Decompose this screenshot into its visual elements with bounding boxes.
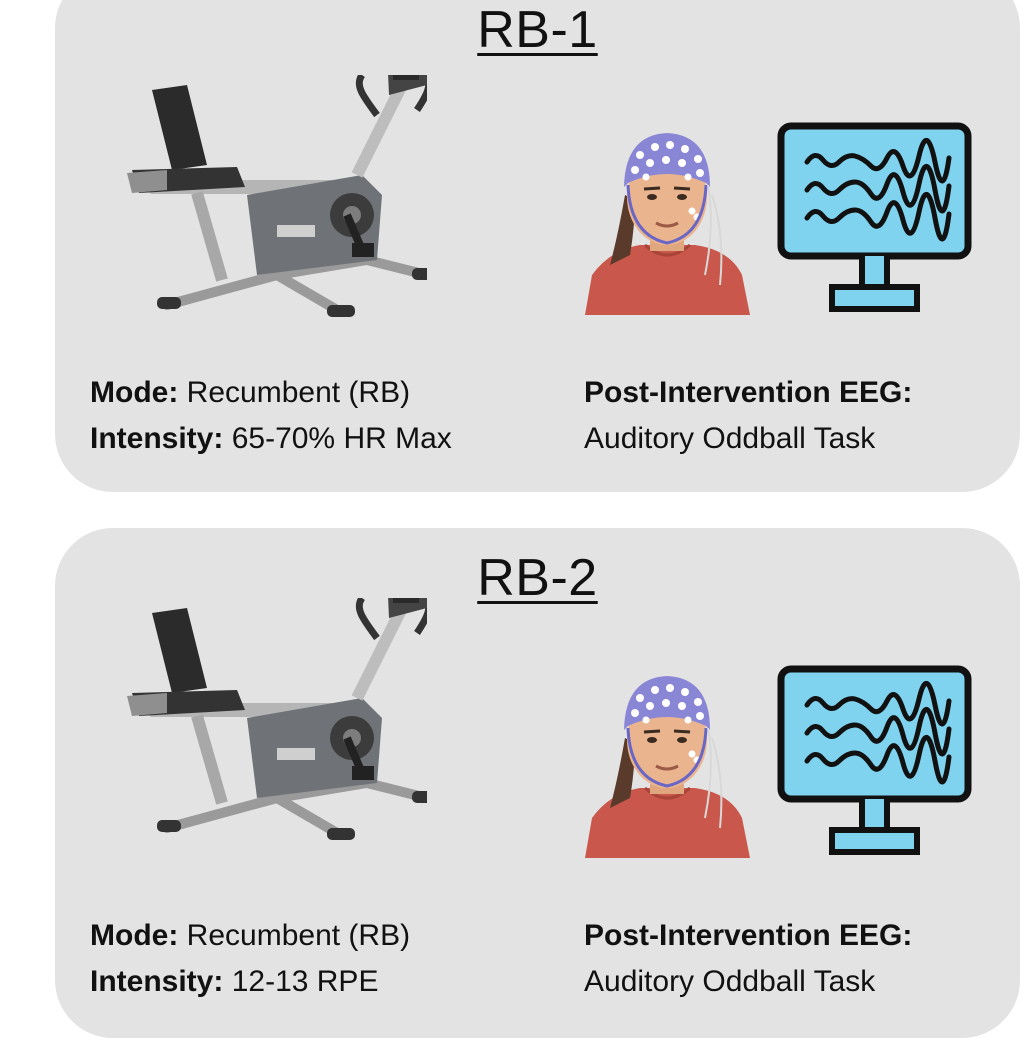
eeg-info: Post-Intervention EEG: Auditory Oddball … — [584, 370, 912, 462]
recumbent-bike-icon — [127, 75, 427, 317]
eeg-value: Auditory Oddball Task — [584, 422, 876, 455]
panel-title: RB-2 — [477, 549, 598, 607]
monitor-eeg-waves-icon — [777, 665, 972, 855]
panel-rb-1: RB-1 — [55, 0, 1020, 492]
eeg-label: Post-Intervention EEG: — [584, 919, 913, 952]
panel-title: RB-1 — [477, 1, 598, 59]
intensity-label: Intensity: — [90, 965, 224, 998]
mode-label: Mode: — [90, 919, 179, 952]
recumbent-bike-icon — [127, 598, 427, 840]
mode-value: Recumbent (RB) — [186, 376, 411, 409]
mode-label: Mode: — [90, 376, 179, 409]
person-eeg-cap-icon — [585, 133, 750, 315]
eeg-label: Post-Intervention EEG: — [584, 376, 913, 409]
exercise-info: Mode: Recumbent (RB) Intensity: 12-13 RP… — [90, 913, 410, 1005]
panel-rb-2: RB-2 — [55, 528, 1020, 1038]
exercise-info: Mode: Recumbent (RB) Intensity: 65-70% H… — [90, 370, 452, 462]
person-eeg-cap-icon — [585, 676, 750, 858]
monitor-eeg-waves-icon — [777, 122, 972, 312]
intensity-value: 12-13 RPE — [231, 965, 379, 998]
eeg-info: Post-Intervention EEG: Auditory Oddball … — [584, 913, 912, 1005]
mode-value: Recumbent (RB) — [186, 919, 411, 952]
intensity-label: Intensity: — [90, 422, 224, 455]
intensity-value: 65-70% HR Max — [231, 422, 452, 455]
eeg-value: Auditory Oddball Task — [584, 965, 876, 998]
